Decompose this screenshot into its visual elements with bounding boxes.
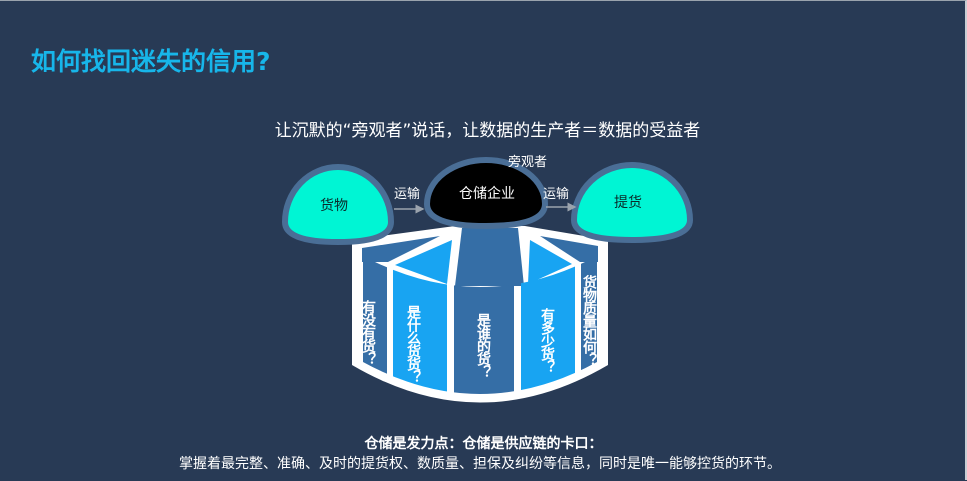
left-dome — [281, 164, 395, 246]
page-title: 如何找回迷失的信用? — [31, 47, 271, 76]
arrow-right-label: 运输 — [543, 187, 570, 202]
wedge-2 — [395, 240, 452, 284]
center-node-label: 仓储企业 — [459, 186, 515, 202]
footer-text: 掌握着最完整、准确、及时的提货权、数质量、担保及纠纷等信息，同时是唯一能够控货的… — [179, 456, 781, 472]
footer-heading: 仓储是发力点：仓储是供应链的卡口： — [364, 436, 603, 452]
column-5 — [581, 256, 597, 394]
left-node-label: 货物 — [320, 198, 348, 214]
wedge-5 — [540, 236, 598, 262]
column-5-label: 货物质量如何？ — [581, 275, 597, 366]
right-dome — [570, 162, 694, 244]
right-node-label: 提货 — [614, 195, 642, 211]
column-2-label: 是什么货货？ — [405, 305, 421, 383]
subtitle: 让沉默的“旁观者”说话，让数据的生产者＝数据的受益者 — [274, 121, 701, 141]
arrow-left-label: 运输 — [394, 187, 421, 202]
wedge-4 — [528, 240, 572, 284]
column-4-label: 有多少货？ — [539, 308, 555, 373]
column-1-label: 有没有货？ — [360, 300, 376, 365]
column-3-label: 是谁的货？ — [475, 313, 491, 378]
center-dome — [423, 157, 549, 230]
wedge-3 — [455, 228, 524, 286]
wedge-1 — [362, 236, 440, 262]
bystander-label: 旁观者 — [508, 155, 548, 170]
